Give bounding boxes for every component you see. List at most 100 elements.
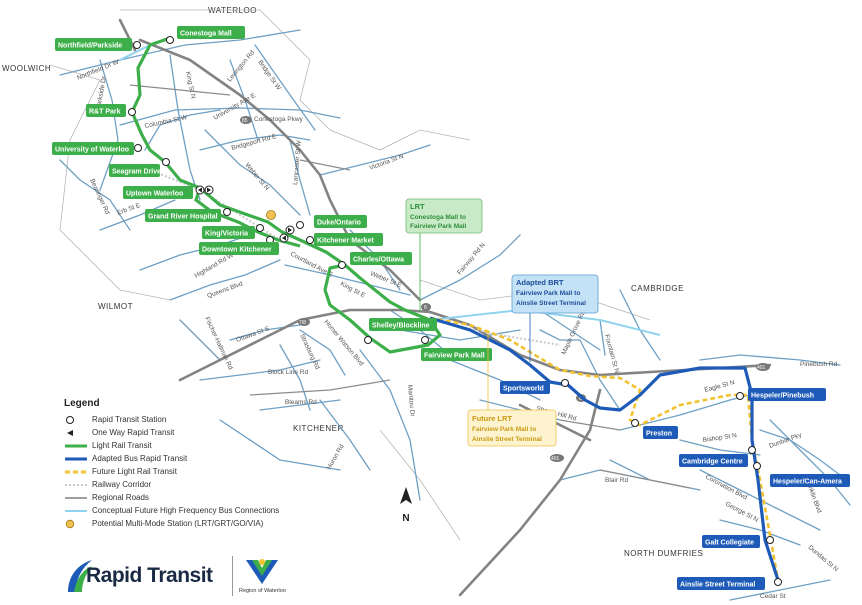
station-dot[interactable]	[766, 536, 774, 544]
station-dot[interactable]	[736, 392, 744, 400]
station-duke-ontario[interactable]: Duke/Ontario	[314, 215, 367, 228]
station-dot[interactable]	[256, 224, 264, 232]
station-dot[interactable]	[631, 419, 639, 427]
svg-text:Northfield/Parkside: Northfield/Parkside	[58, 43, 122, 50]
callout-brt: Adapted BRT Fairview Park Mall to Ainsli…	[511, 274, 599, 362]
svg-text:Seagram Drive: Seagram Drive	[112, 169, 161, 176]
svg-text:Fairview Park Mall: Fairview Park Mall	[424, 353, 485, 360]
station-conestoga-mall[interactable]: Conestoga Mall	[177, 26, 245, 39]
future-lrt-icon	[65, 470, 87, 473]
legend-item-hfb: Conceptual Future High Frequency Bus Con…	[64, 504, 324, 517]
road-george: George St N	[724, 501, 759, 524]
station-grand-river-hospital[interactable]: Grand River Hospital	[145, 209, 221, 222]
station-hespeler-can-amera[interactable]: Hespeler/Can-Amera	[770, 474, 850, 487]
legend: Legend Rapid Transit Station One Way Rap…	[64, 398, 324, 530]
road-conestoga: Conestoga Pkwy	[254, 116, 304, 123]
future-lrt-line	[429, 316, 780, 581]
road-blair: Blair Rd	[605, 477, 629, 484]
station-dot[interactable]	[296, 221, 304, 229]
region-woolwich: WOOLWICH	[2, 64, 51, 73]
station-dot[interactable]	[748, 446, 756, 454]
svg-text:Conestoga Mall: Conestoga Mall	[180, 31, 232, 38]
legend-item-rail: Railway Corridor	[64, 478, 324, 491]
legend-title: Legend	[64, 398, 100, 409]
legend-label: Railway Corridor	[92, 480, 152, 489]
callout-lrt-line2: Fairview Park Mall	[410, 223, 467, 230]
station-dot[interactable]	[223, 208, 231, 216]
road-king: King St N	[184, 71, 197, 100]
station-dot[interactable]	[133, 41, 141, 49]
road-erb: Erb St E	[116, 202, 142, 217]
road-coronation: Coronation Blvd	[704, 474, 748, 502]
hwy-401-label: 401	[757, 365, 766, 371]
road-fountain: Fountain St N	[603, 334, 620, 374]
station-sportsworld[interactable]: Sportsworld	[500, 381, 550, 394]
svg-text:Kitchener Market: Kitchener Market	[317, 238, 374, 245]
road-dundas: Dundas St N	[807, 544, 840, 573]
hwy-401-label-south: 401	[551, 456, 560, 462]
svg-text:Cambridge Centre: Cambridge Centre	[682, 459, 743, 466]
station-dot[interactable]	[774, 578, 782, 586]
legend-label: Adapted Bus Rapid Transit	[92, 454, 188, 463]
brand-divider	[232, 556, 233, 596]
svg-text:Shelley/Blockline: Shelley/Blockline	[372, 323, 430, 330]
north-label: N	[402, 513, 410, 524]
svg-text:Grand River Hospital: Grand River Hospital	[148, 214, 218, 221]
callout-future-lrt: Future LRT Fairview Park Mall to Ainslie…	[467, 330, 557, 447]
station-dot[interactable]	[306, 236, 314, 244]
callout-future-title: Future LRT	[472, 414, 512, 423]
station-king-victoria[interactable]: King/Victoria	[202, 226, 255, 239]
hwy-8-shield	[421, 303, 431, 311]
legend-label: Regional Roads	[92, 493, 149, 502]
station-preston[interactable]: Preston	[643, 426, 678, 439]
svg-text:Hespeler/Pinebush: Hespeler/Pinebush	[751, 393, 814, 400]
station-dot[interactable]	[364, 336, 372, 344]
road-bearinger: Bearinger Rd	[88, 178, 111, 216]
legend-item-multimodal: Potential Multi-Mode Station (LRT/GRT/GO…	[64, 517, 324, 530]
multi-mode-station	[266, 210, 276, 220]
station-dot[interactable]	[134, 144, 142, 152]
region-north-dumfries: NORTH DUMFRIES	[624, 549, 703, 558]
station-charles-ottawa[interactable]: Charles/Ottawa	[350, 252, 412, 265]
callout-brt-line1: Fairview Park Mall to	[516, 290, 580, 297]
svg-text:King/Victoria: King/Victoria	[205, 231, 248, 238]
station-kitchener-market[interactable]: Kitchener Market	[314, 233, 383, 246]
station-dot[interactable]	[753, 462, 761, 470]
station-dot[interactable]	[128, 108, 136, 116]
station-university-of-waterloo[interactable]: University of Waterloo	[52, 142, 134, 155]
svg-text:Galt Collegiate: Galt Collegiate	[705, 540, 754, 547]
callout-lrt: LRT Conestoga Mall to Fairview Park Mall	[405, 198, 483, 312]
legend-label: Future Light Rail Transit	[92, 467, 177, 476]
station-galt-collegiate[interactable]: Galt Collegiate	[702, 535, 760, 548]
road-highland: Highland Rd W	[194, 251, 236, 279]
station-northfield-parkside[interactable]: Northfield/Parkside	[55, 38, 132, 51]
station-dot[interactable]	[421, 336, 429, 344]
road-northfield: Northfield Dr W	[76, 58, 121, 81]
road-victoria: Victoria St N	[368, 153, 405, 172]
brand-block: Rapid Transit Region of Waterloo	[64, 552, 304, 598]
station-downtown-kitchener[interactable]: Downtown Kitchener	[199, 242, 279, 255]
station-uptown-waterloo[interactable]: Uptown Waterloo	[123, 186, 193, 199]
station-icon	[66, 415, 74, 424]
station-fairview-park-mall[interactable]: Fairview Park Mall	[421, 348, 492, 361]
station-ainslie-street-terminal[interactable]: Ainslie Street Terminal	[677, 577, 765, 590]
station-dot[interactable]	[561, 379, 569, 387]
callout-lrt-line1: Conestoga Mall to	[410, 214, 466, 221]
station-rt-park[interactable]: R&T Park	[86, 104, 126, 117]
hwy-85-label: 85	[242, 118, 248, 124]
road-fischer-hallman: Fischer-Hallman Rd	[203, 316, 234, 371]
region-cambridge: CAMBRIDGE	[631, 284, 684, 293]
station-seagram-drive[interactable]: Seagram Drive	[109, 164, 161, 177]
station-hespeler-pinebush[interactable]: Hespeler/Pinebush	[748, 388, 826, 401]
station-shelley-blockline[interactable]: Shelley/Blockline	[369, 318, 437, 331]
legend-item-station: Rapid Transit Station	[64, 413, 324, 426]
station-labels: Conestoga Mall Northfield/Parkside R&T P…	[52, 26, 850, 590]
station-cambridge-centre[interactable]: Cambridge Centre	[679, 454, 748, 467]
one-way-markers	[195, 185, 295, 243]
station-dot[interactable]	[162, 158, 170, 166]
railway-icon	[65, 483, 87, 486]
station-dot[interactable]	[166, 36, 174, 44]
station-dot[interactable]	[338, 261, 346, 269]
road-lancaster: Lancaster St W	[292, 139, 303, 185]
callout-brt-line2: Ainslie Street Terminal	[516, 300, 586, 307]
